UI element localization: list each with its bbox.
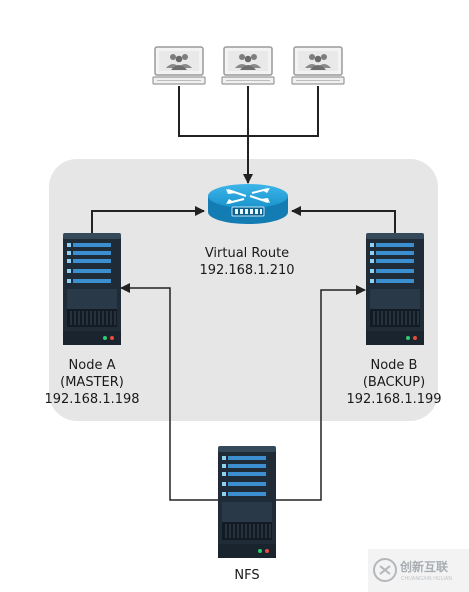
node-b-name-label: Node B [371,358,418,373]
node-b-ip-label: 192.168.1.199 [346,392,441,407]
node-a-server-icon [62,232,122,346]
watermark-logo: 创新互联 CHUANGXIN HULIAN [368,549,469,592]
router-name-label: Virtual Route [205,246,289,261]
watermark-brand: 创新互联 [399,559,448,574]
node-a-ip-label: 192.168.1.198 [44,392,139,407]
node-b-server-icon [365,232,425,346]
nfs-server-icon [217,445,277,559]
client-terminal-1-icon [152,46,206,85]
nfs-name-label: NFS [234,568,259,583]
router-icon [208,184,288,224]
client-terminal-2-icon [221,46,275,85]
client-connectors [178,86,319,184]
node-a-role-label: (MASTER) [60,375,124,390]
nfs-connectors [120,283,366,501]
router-ip-label: 192.168.1.210 [199,263,294,278]
watermark-sub: CHUANGXIN HULIAN [401,576,452,582]
client-terminal-3-icon [291,46,345,85]
node-b-role-label: (BACKUP) [363,375,425,390]
node-router-connectors [91,206,396,233]
cluster-background [49,159,438,421]
node-a-name-label: Node A [69,358,116,373]
